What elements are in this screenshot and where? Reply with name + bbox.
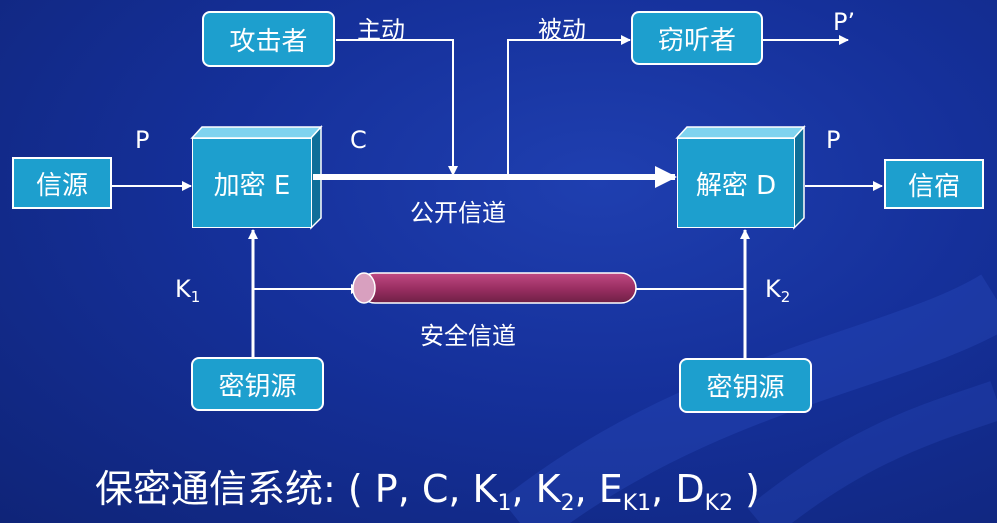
label-active: 主动 bbox=[357, 16, 405, 44]
secure-channel-pipe bbox=[352, 272, 637, 304]
arrow-active-attack bbox=[336, 39, 458, 176]
label-secure-channel: 安全信道 bbox=[420, 322, 516, 350]
label-plaintext-left: P bbox=[135, 126, 150, 154]
sink-box: 信宿 bbox=[884, 159, 984, 209]
label-k2: K2 bbox=[765, 275, 791, 306]
source-box: 信源 bbox=[12, 157, 112, 209]
keysource-right-box: 密钥源 bbox=[679, 358, 812, 413]
encrypt-box: 加密 E bbox=[192, 138, 312, 228]
label-ciphertext: C bbox=[350, 126, 367, 154]
label-k1: K1 bbox=[175, 275, 201, 306]
label-public-channel: 公开信道 bbox=[410, 199, 506, 227]
arrow-passive-tap bbox=[507, 35, 631, 175]
keysource-left-box: 密钥源 bbox=[191, 357, 324, 411]
eavesdropper-box: 窃听者 bbox=[631, 11, 763, 65]
label-p-prime: P’ bbox=[833, 8, 856, 36]
system-definition: 保密通信系统: ( P, C, K1, K2, EK1, DK2 ) bbox=[95, 467, 760, 516]
decrypt-box: 解密 D bbox=[677, 138, 795, 228]
label-plaintext-right: P bbox=[826, 126, 841, 154]
attacker-box: 攻击者 bbox=[202, 11, 335, 67]
label-passive: 被动 bbox=[538, 16, 586, 44]
